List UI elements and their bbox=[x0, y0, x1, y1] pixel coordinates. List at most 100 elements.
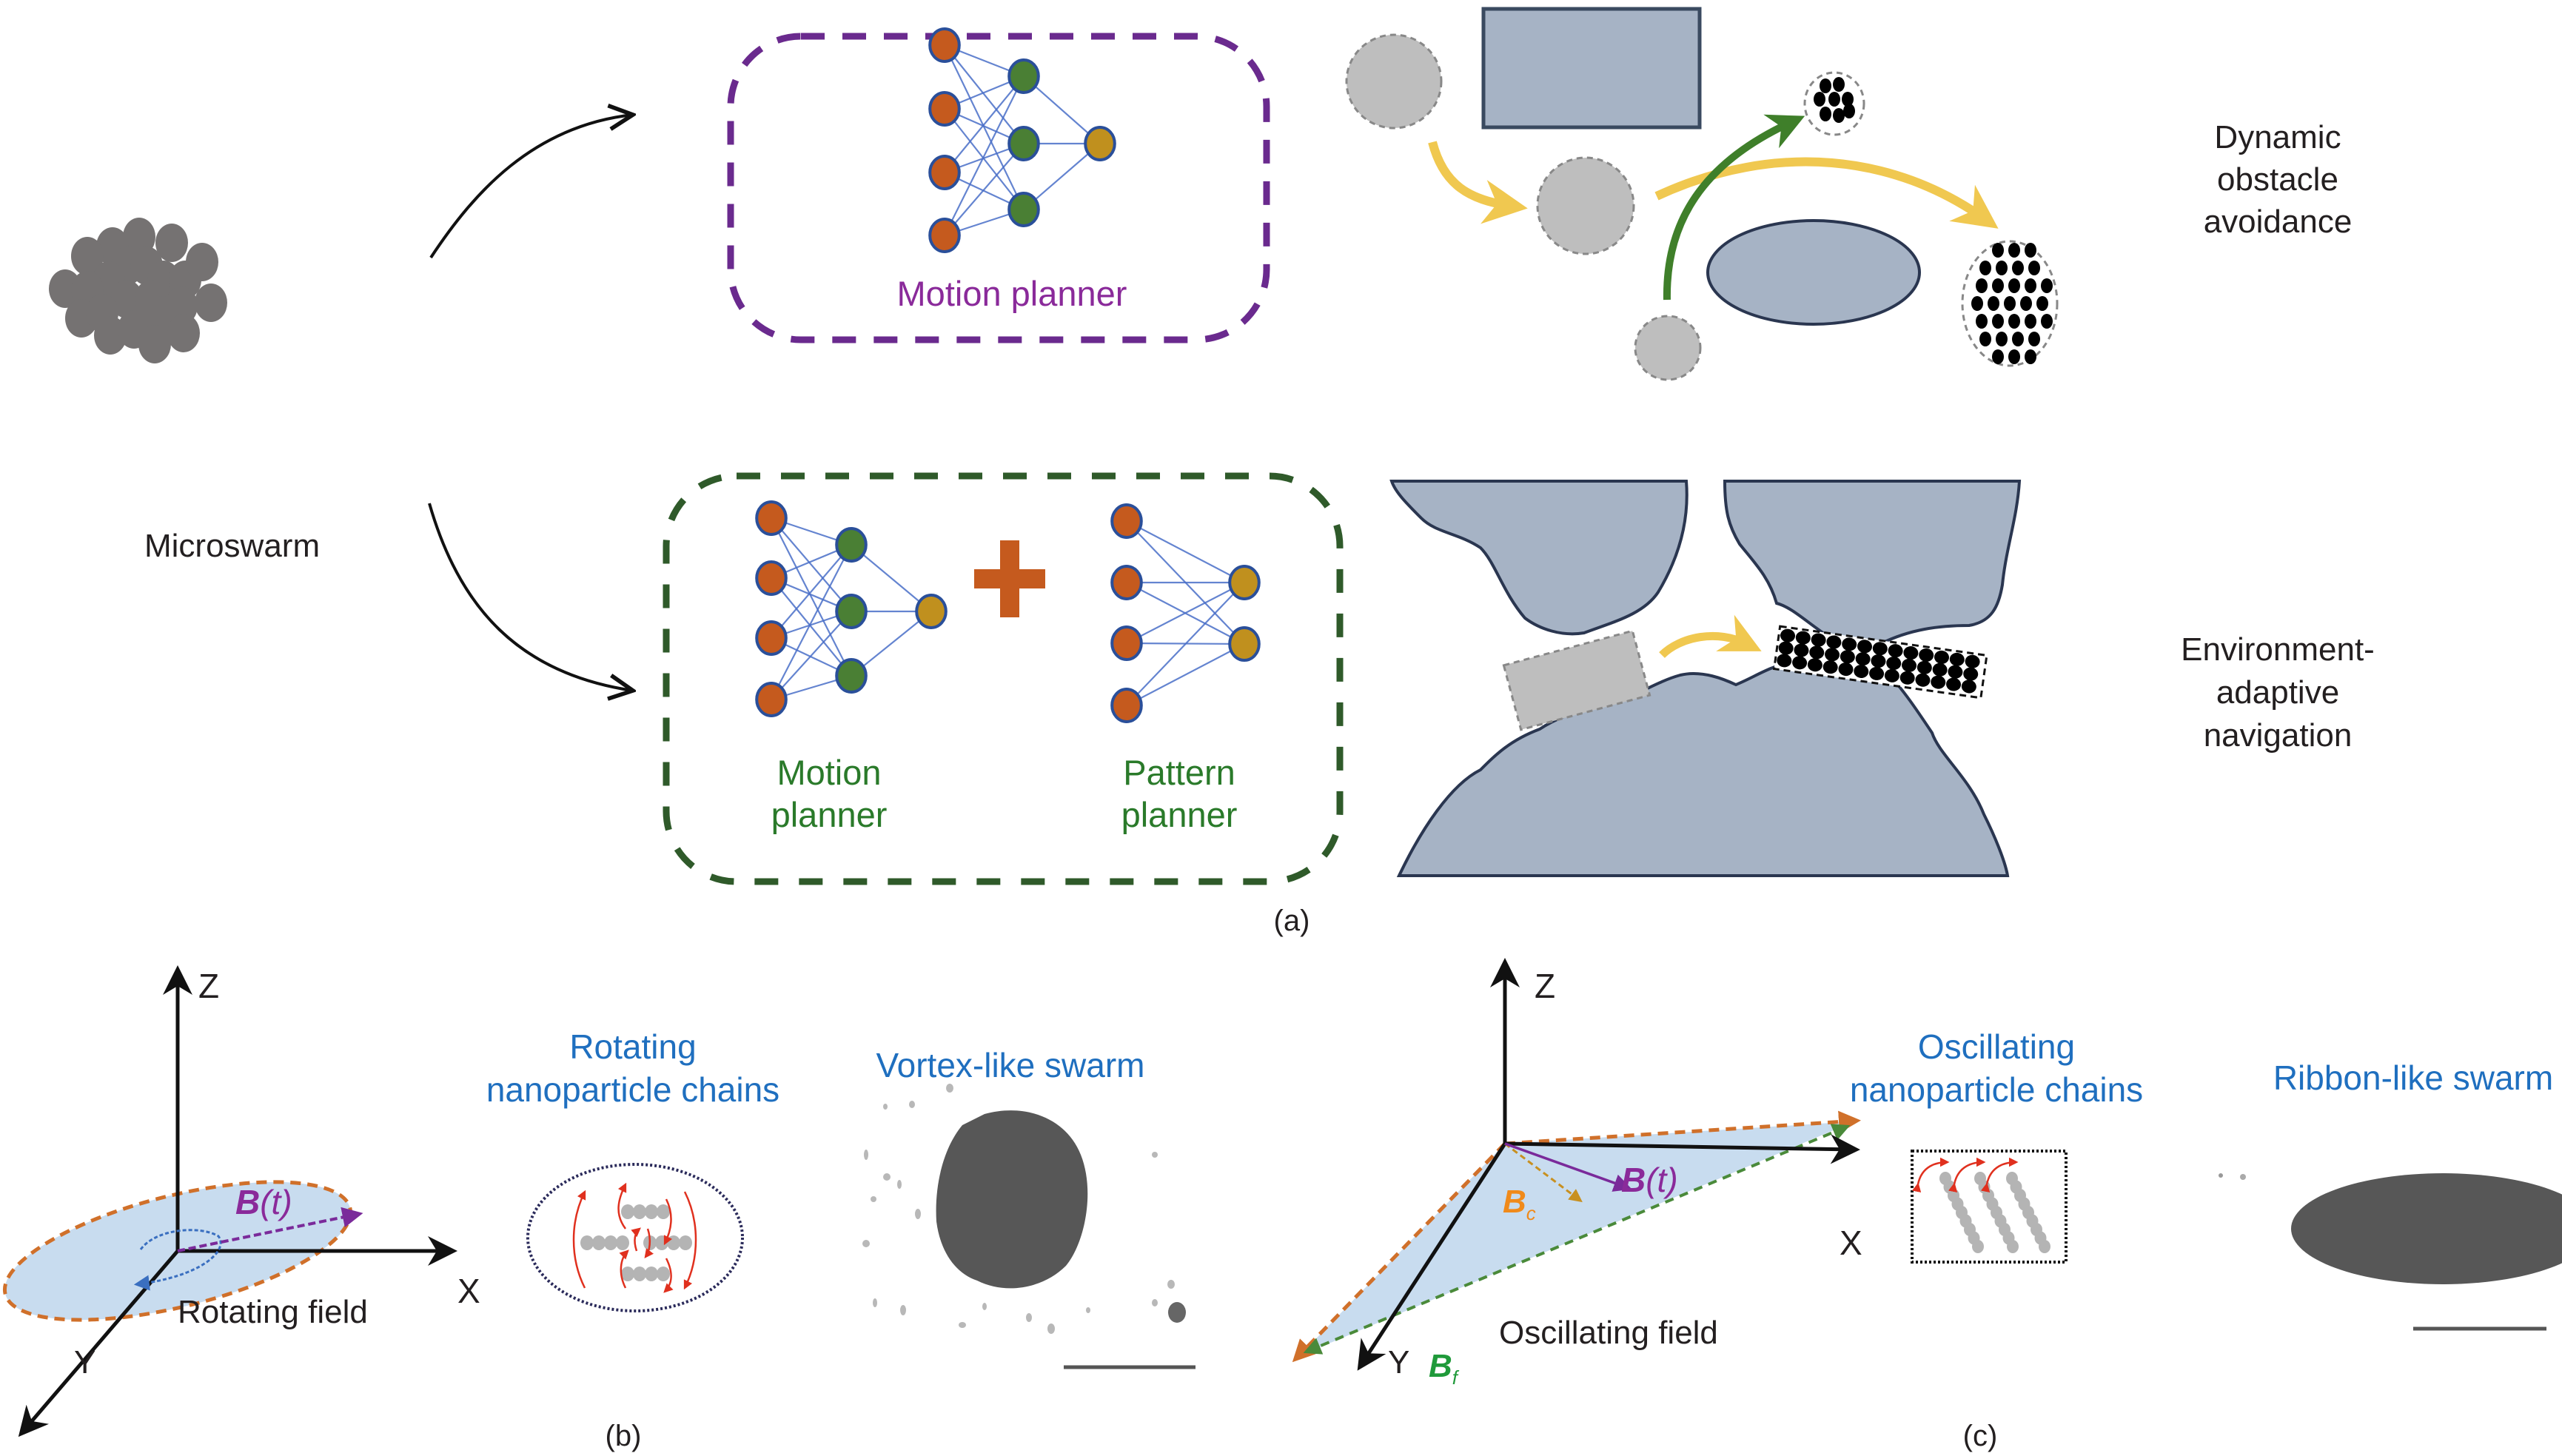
field-vector-label-b-arg: (t) bbox=[260, 1183, 292, 1221]
dynamic-obstacle-scene bbox=[1345, 7, 2059, 381]
bf-label-main: B bbox=[1429, 1348, 1452, 1384]
speck bbox=[900, 1305, 906, 1315]
rotating-chains-title-2: nanoparticle chains bbox=[486, 1070, 779, 1109]
speck bbox=[883, 1104, 888, 1110]
nn-node bbox=[1007, 58, 1040, 94]
nn-connection bbox=[771, 544, 852, 639]
nn-node bbox=[928, 218, 961, 253]
ribbon-particle bbox=[1902, 658, 1917, 672]
ribbon-particle bbox=[1795, 631, 1811, 645]
environment-channel-scene bbox=[1389, 480, 2022, 877]
neural-network-motion-planner bbox=[928, 27, 1116, 253]
motion-planner-label-bottom-2: planner bbox=[771, 795, 888, 834]
rotating-field-label: Rotating field bbox=[178, 1294, 368, 1330]
swarm-block-gray bbox=[1502, 629, 1651, 731]
vortex-swarm-image bbox=[862, 1084, 1196, 1369]
field-vector-c bbox=[1504, 1142, 1632, 1192]
dense-large-particle bbox=[2008, 278, 2020, 293]
dense-swarm-large bbox=[1961, 240, 2059, 367]
dense-small-particle bbox=[1828, 92, 1840, 107]
axis-y-label-b: Y bbox=[74, 1344, 95, 1380]
panel-c: Z X Y B(t) Bc Bf Oscillating field Oscil… bbox=[1292, 958, 2562, 1452]
speck bbox=[1047, 1324, 1055, 1334]
ribbon-swarm-image bbox=[2219, 1173, 2562, 1331]
dense-large-particle bbox=[1976, 314, 1988, 329]
nn-node bbox=[928, 155, 961, 190]
oscillating-chains-title-2: nanoparticle chains bbox=[1850, 1070, 2143, 1109]
nn-connection bbox=[944, 76, 1025, 236]
speck bbox=[982, 1303, 987, 1310]
rotation-arc bbox=[572, 1190, 586, 1289]
rotating-chains bbox=[572, 1182, 697, 1293]
swarm-blob-start bbox=[1345, 33, 1443, 130]
microswarm-label: Microswarm bbox=[144, 528, 320, 564]
nanoparticle bbox=[621, 1267, 634, 1281]
dense-large-particle bbox=[2008, 349, 2020, 364]
outcome-dynamic-line1: Dynamic bbox=[2214, 119, 2341, 155]
dense-large-particle bbox=[1992, 314, 2004, 329]
plus-icon bbox=[974, 540, 1045, 617]
ribbon-particle bbox=[1888, 644, 1903, 658]
rotation-arc bbox=[683, 1191, 697, 1290]
nn-connection bbox=[1023, 143, 1101, 210]
speck bbox=[915, 1209, 921, 1219]
speck bbox=[871, 1196, 876, 1202]
microswarm-particle bbox=[71, 237, 104, 275]
ribbon-particle bbox=[1855, 652, 1871, 666]
nanoparticle bbox=[2007, 1240, 2019, 1253]
bc-label: Bc bbox=[1503, 1184, 1536, 1224]
dense-large-particle bbox=[1992, 349, 2004, 364]
motion-planner-label: Motion planner bbox=[897, 274, 1127, 313]
nn-node bbox=[755, 620, 788, 656]
nn-node bbox=[928, 27, 961, 63]
nanoparticle bbox=[621, 1204, 634, 1219]
nn-connection bbox=[1126, 582, 1245, 644]
nanoparticle bbox=[616, 1235, 629, 1250]
nn-node bbox=[1110, 565, 1143, 600]
speck bbox=[883, 1173, 891, 1181]
ribbon-particle bbox=[1825, 648, 1840, 662]
nn-node bbox=[1228, 565, 1261, 600]
swarm-path-arrow-channel bbox=[1659, 614, 1762, 659]
vortex-swarm-title: Vortex-like swarm bbox=[876, 1046, 1145, 1084]
ribbon-particle bbox=[1917, 660, 1932, 674]
field-vector-b bbox=[177, 1207, 363, 1252]
rotating-chains-title-1: Rotating bbox=[569, 1027, 696, 1066]
dense-large-particle bbox=[2004, 296, 2016, 311]
nn-node bbox=[1110, 688, 1143, 723]
dense-small-particle bbox=[1833, 77, 1845, 92]
nn-connection bbox=[944, 76, 1025, 173]
neural-network-motion-planner-bottom bbox=[755, 500, 948, 717]
dense-large-particle bbox=[2036, 296, 2048, 311]
nn-connections bbox=[771, 517, 932, 701]
ribbon-swarm-blob bbox=[2291, 1173, 2562, 1284]
microswarm-particle bbox=[186, 243, 218, 281]
dense-large-particle bbox=[2028, 332, 2040, 346]
axis-x-label-b: X bbox=[457, 1272, 480, 1310]
ribbon-particle bbox=[1961, 680, 1976, 694]
ribbon-particle bbox=[1811, 633, 1826, 647]
dense-large-particle bbox=[1996, 332, 2008, 346]
nanoparticle bbox=[1972, 1240, 1984, 1253]
nn-node bbox=[1007, 126, 1040, 161]
ribbon-particle bbox=[1792, 656, 1808, 670]
swarm-blob-small bbox=[1634, 315, 1702, 381]
oscillation-arc bbox=[1911, 1157, 1950, 1193]
rotation-arrow bbox=[133, 1229, 222, 1291]
dense-large-particle bbox=[1992, 243, 2004, 258]
ribbon-particle bbox=[1919, 648, 1934, 662]
dense-small-particle bbox=[1833, 108, 1845, 123]
field-vector-label-c-arg: (t) bbox=[1646, 1161, 1677, 1199]
field-vector-label-c-bold: B bbox=[1621, 1161, 1646, 1199]
rotation-arc bbox=[644, 1228, 654, 1259]
speck bbox=[1168, 1302, 1186, 1323]
outcome-env-line1: Environment- bbox=[2181, 631, 2375, 668]
nanoparticle bbox=[633, 1204, 646, 1219]
nn-node bbox=[755, 500, 788, 536]
speck bbox=[873, 1298, 877, 1307]
bf-label: Bf bbox=[1429, 1348, 1460, 1389]
dense-large-particle bbox=[2041, 314, 2053, 329]
nanoparticle bbox=[657, 1267, 670, 1281]
ribbon-particle bbox=[1915, 673, 1931, 687]
